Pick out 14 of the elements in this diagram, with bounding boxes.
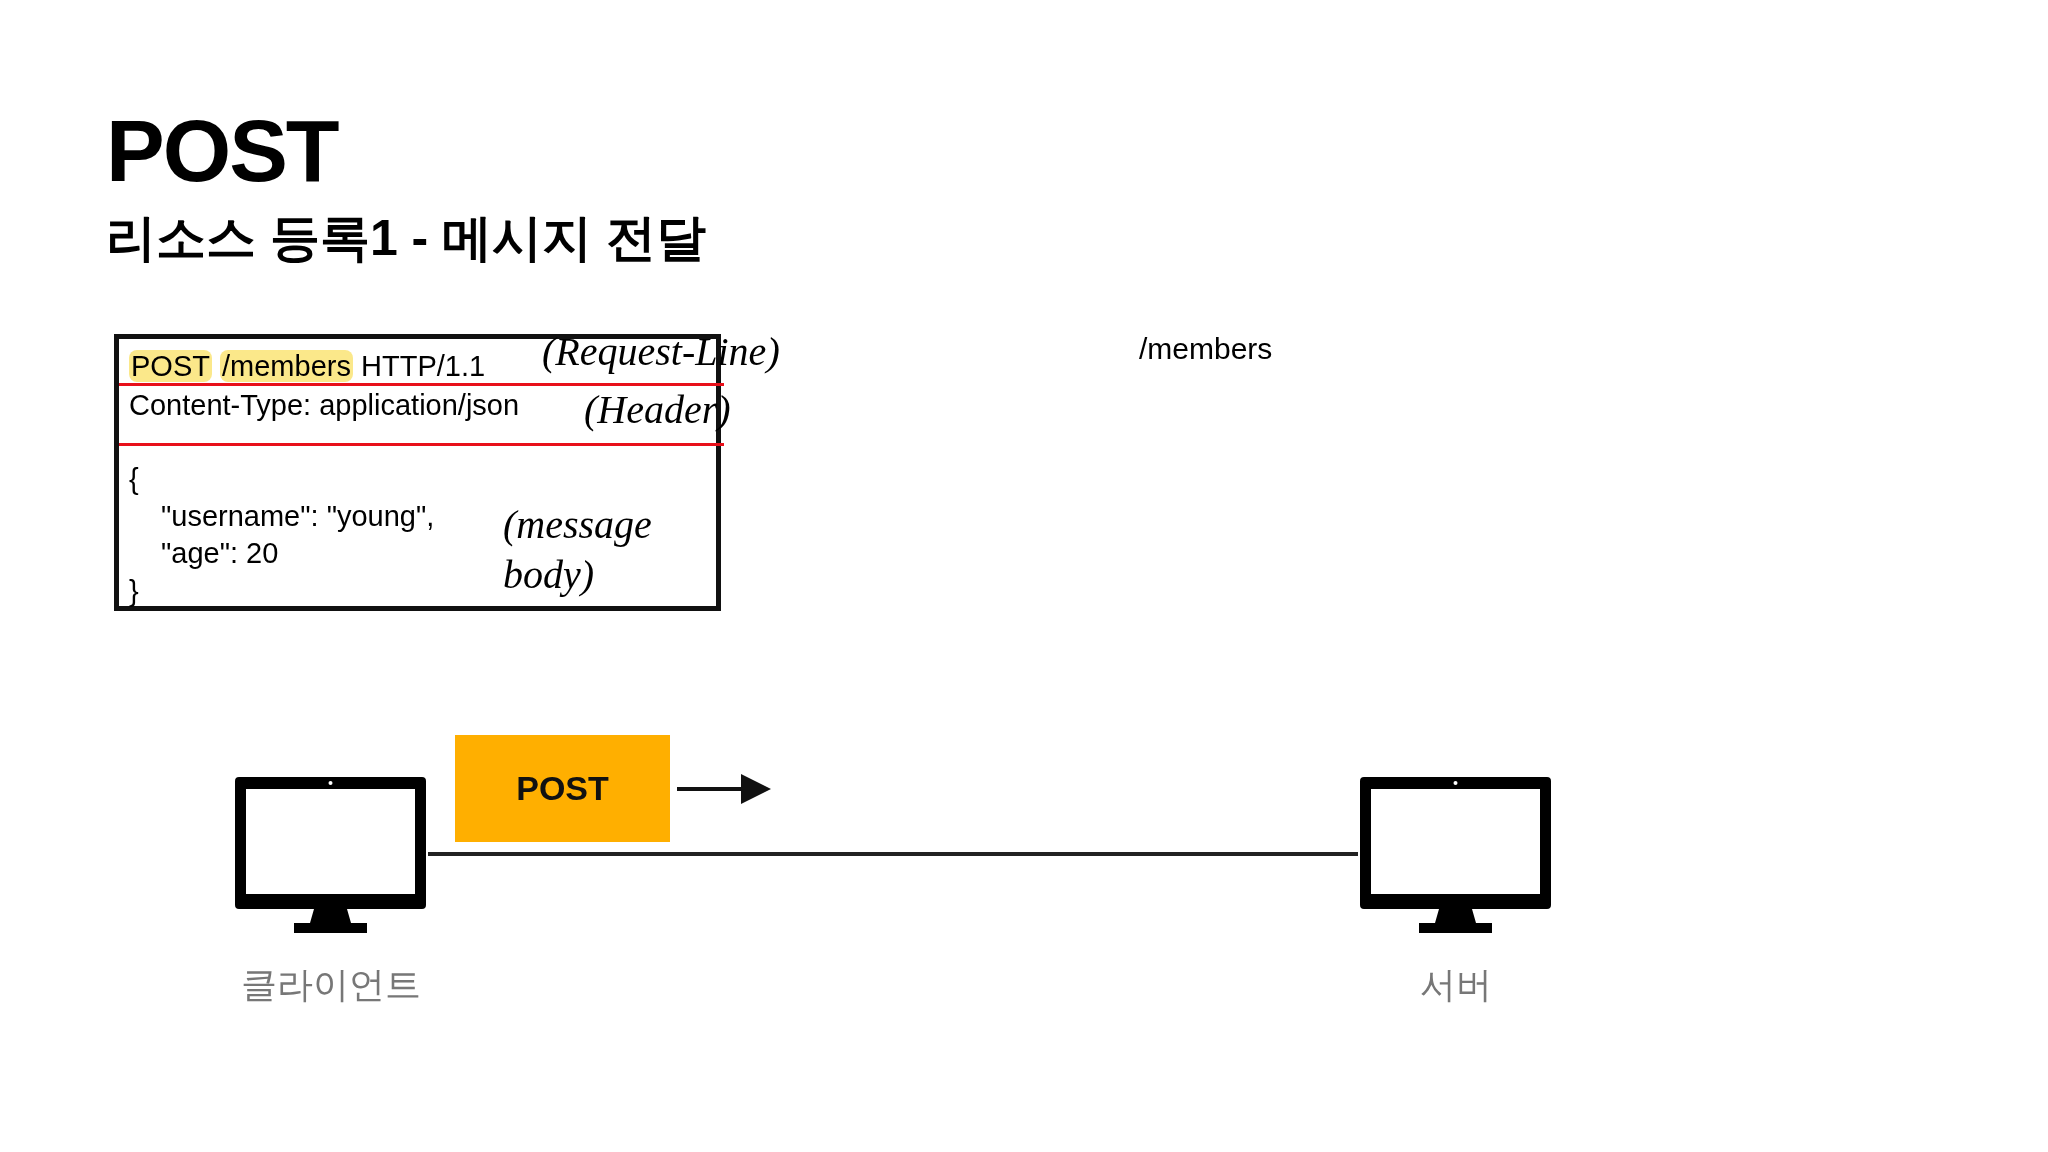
handwritten-note: (message body)	[503, 501, 653, 599]
slide-subtitle: 리소스 등록1 - 메시지 전달	[106, 209, 707, 268]
message-line: {	[129, 463, 139, 496]
message-line: Content-Type: application/json	[129, 389, 520, 422]
computer-label: 서버	[1419, 963, 1492, 1007]
message-line: "username": "young",	[161, 500, 435, 533]
message-line: POST /members HTTP/1.1	[129, 350, 486, 383]
computer-label: 클라이언트	[240, 963, 421, 1007]
message-line: "age": 20	[161, 537, 279, 570]
connection-line	[428, 852, 1358, 856]
method-box: POST	[455, 735, 670, 842]
message-line: }	[129, 575, 139, 608]
slide-title: POST	[106, 100, 338, 202]
path-label: /members	[1139, 332, 1273, 366]
